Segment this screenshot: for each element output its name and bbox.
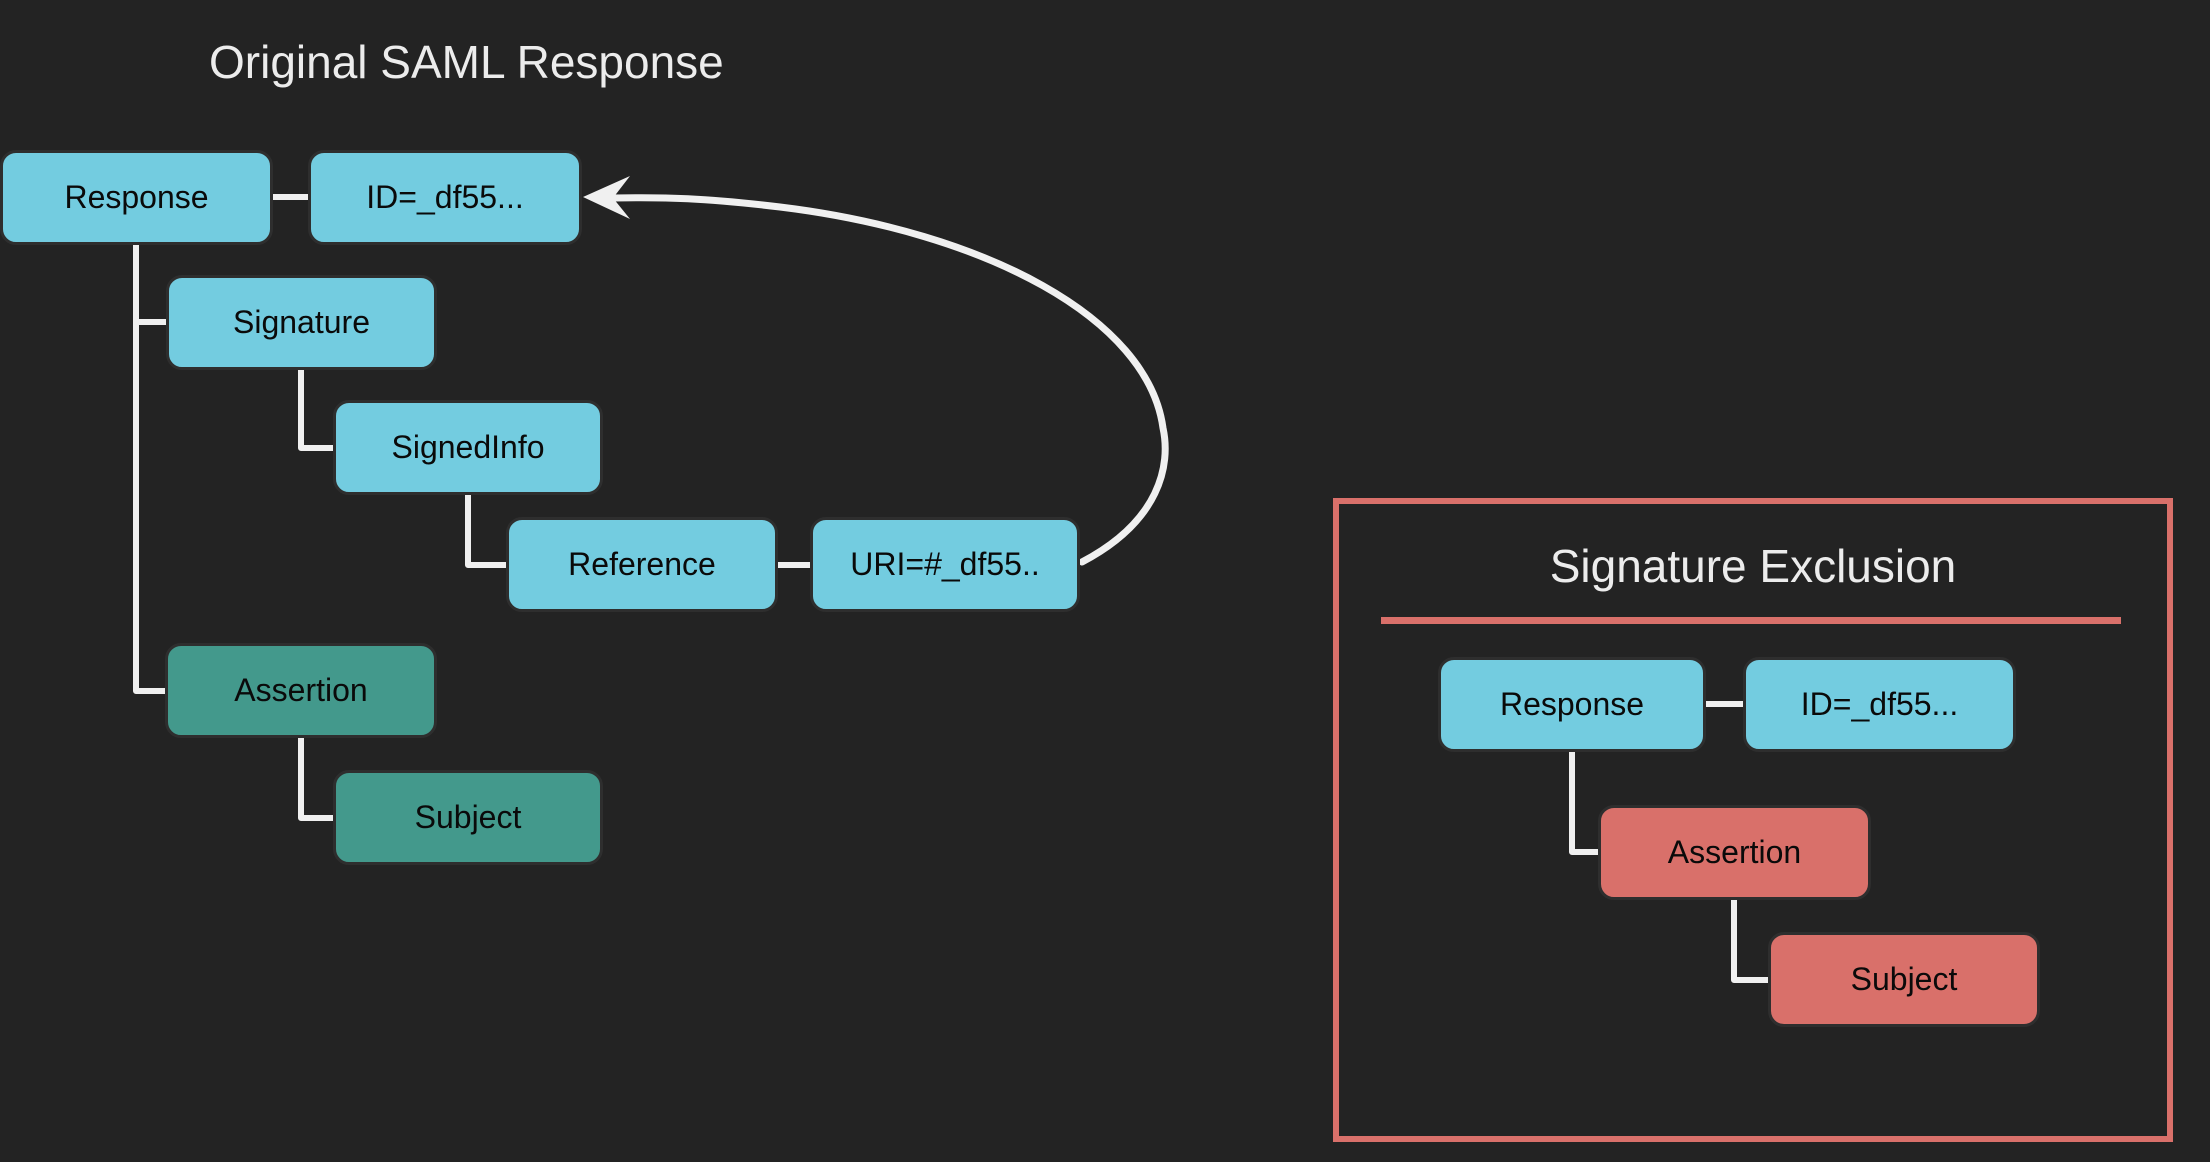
uri-to-id-reference-arrow — [609, 194, 1169, 566]
reference-arrowhead-icon — [583, 176, 630, 219]
edge-response-signature — [133, 242, 169, 325]
left-tree-title: Original SAML Response — [209, 36, 724, 88]
edge-signature-signedinfo — [298, 367, 336, 451]
node-uri-attribute: URI=#_df55.. — [810, 517, 1080, 612]
edge-assertion2-subject2 — [1731, 897, 1771, 983]
edge-assertion-subject — [298, 735, 336, 821]
node-signedinfo: SignedInfo — [333, 400, 603, 495]
exclusion-node-id-attribute: ID=_df55... — [1743, 657, 2016, 752]
node-subject: Subject — [333, 770, 603, 865]
exclusion-node-response: Response — [1438, 657, 1706, 752]
node-response: Response — [0, 150, 273, 245]
edge-response2-assertion2 — [1569, 749, 1601, 855]
signature-exclusion-panel — [1333, 498, 2173, 1142]
exclusion-node-subject: Subject — [1768, 932, 2040, 1027]
exclusion-node-assertion: Assertion — [1598, 805, 1871, 900]
exclusion-panel-title: Signature Exclusion — [1549, 540, 1957, 592]
exclusion-title-underline — [1381, 617, 2121, 624]
edge-signedinfo-reference — [465, 492, 509, 568]
node-assertion: Assertion — [165, 643, 437, 738]
node-reference: Reference — [506, 517, 778, 612]
node-signature: Signature — [166, 275, 437, 370]
node-id-attribute: ID=_df55... — [308, 150, 582, 245]
edge-response-assertion — [133, 319, 168, 694]
